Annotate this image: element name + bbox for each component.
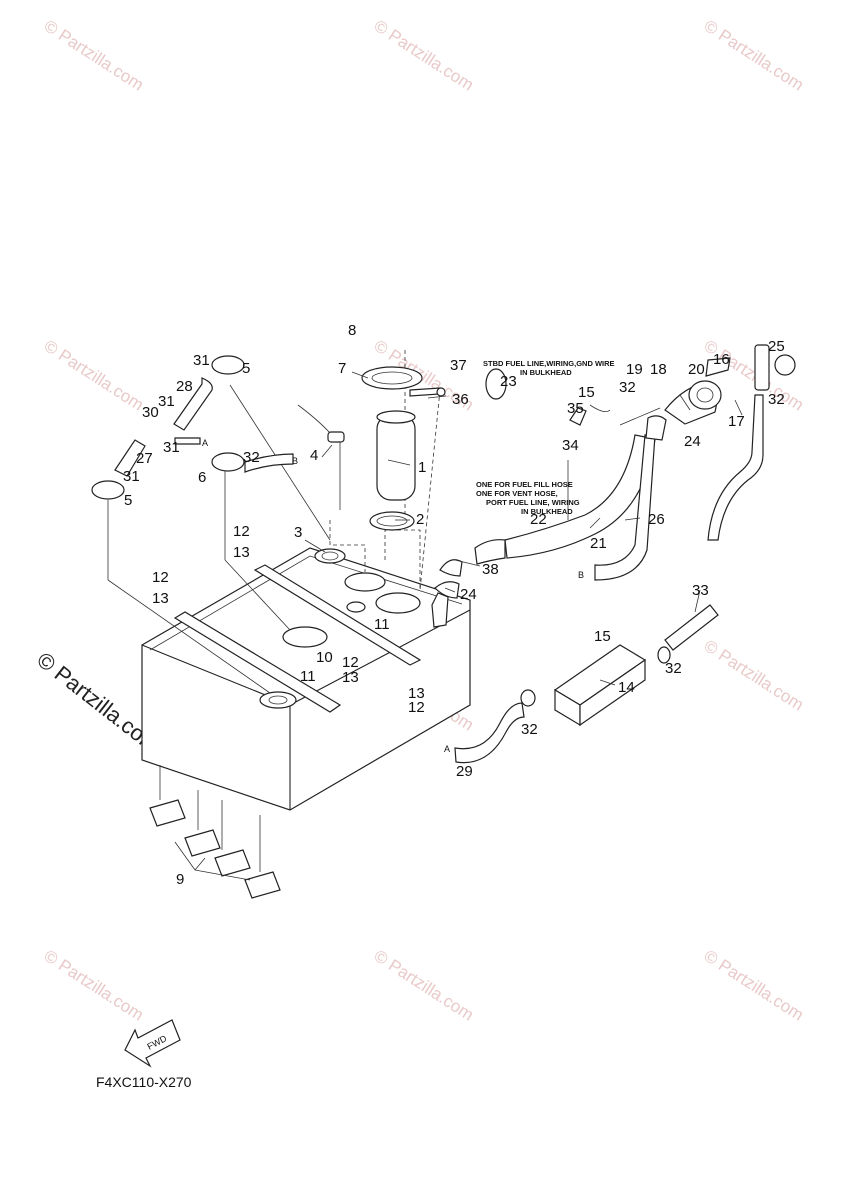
callout-25: 25 [768, 338, 785, 355]
callout-24b: 24 [460, 586, 477, 603]
note-fill-line2: ONE FOR VENT HOSE, [476, 489, 558, 498]
callout-9: 9 [176, 871, 184, 888]
callout-31d: 31 [123, 468, 140, 485]
callout-11a: 11 [374, 616, 390, 633]
callout-37: 37 [450, 357, 467, 374]
callout-31a: 31 [193, 352, 210, 369]
callout-19: 19 [626, 361, 643, 378]
callout-13b: 13 [152, 590, 169, 607]
callout-14: 14 [618, 679, 635, 696]
callout-17: 17 [728, 413, 745, 430]
callout-20: 20 [688, 361, 705, 378]
drawing-code: F4XC110-X270 [96, 1074, 192, 1090]
fill-hose-assembly [434, 344, 796, 651]
callout-7: 7 [338, 360, 346, 377]
note-fill-line1: ONE FOR FUEL FILL HOSE [476, 480, 573, 489]
callout-15a: 15 [578, 384, 595, 401]
callout-16: 16 [713, 351, 730, 368]
callout-32e: 32 [521, 721, 538, 738]
fuel-filter [91, 355, 671, 764]
callout-10: 10 [316, 649, 333, 666]
callout-18: 18 [650, 361, 667, 378]
callout-36: 36 [452, 391, 469, 408]
callout-13a: 13 [233, 544, 250, 561]
leader-lines [304, 371, 743, 686]
callout-23: 23 [500, 373, 517, 390]
fwd-arrow: FWD [124, 1019, 181, 1068]
watermark-text: © Partzilla.com [371, 946, 477, 1024]
callout-13d: 13 [408, 685, 425, 702]
watermark-text: © Partzilla.com [701, 636, 807, 714]
note-fill-line4: IN BULKHEAD [521, 507, 573, 516]
callouts: 1 2 3 4 5 5 6 7 8 9 10 11 11 12 12 12 12… [123, 322, 785, 888]
note-fill-line3: PORT FUEL LINE, WIRING [486, 498, 580, 507]
callout-5b: 5 [124, 492, 132, 509]
tank-pads [149, 765, 281, 899]
callout-12b: 12 [152, 569, 169, 586]
callout-32b: 32 [619, 379, 636, 396]
callout-5a: 5 [242, 360, 250, 377]
callout-34: 34 [562, 437, 579, 454]
callout-21: 21 [590, 535, 607, 552]
connection-markers: A B B A [202, 438, 584, 754]
callout-12a: 12 [233, 523, 250, 540]
note-stbd-line2: IN BULKHEAD [520, 368, 572, 377]
marker-b: B [292, 456, 298, 466]
callout-28: 28 [176, 378, 193, 395]
callout-32a: 32 [243, 449, 260, 466]
watermark-text: © Partzilla.com [41, 336, 147, 414]
callout-3: 3 [294, 524, 302, 541]
callout-31c: 31 [163, 439, 180, 456]
watermark-text: © Partzilla.com [371, 16, 477, 94]
marker-a: A [202, 438, 208, 448]
callout-11b: 11 [300, 668, 316, 685]
callout-38: 38 [482, 561, 499, 578]
callout-27: 27 [136, 450, 153, 467]
callout-15b: 15 [594, 628, 611, 645]
callout-26: 26 [648, 511, 665, 528]
callout-32d: 32 [665, 660, 682, 677]
watermark-text: © Partzilla.com [701, 16, 807, 94]
callout-22: 22 [530, 511, 547, 528]
callout-8: 8 [348, 322, 356, 339]
watermark-text: © Partzilla.com [701, 946, 807, 1024]
fuel-tank [141, 547, 471, 811]
callout-30: 30 [142, 404, 159, 421]
callout-12c: 12 [342, 654, 359, 671]
callout-32c: 32 [768, 391, 785, 408]
marker-b: B [578, 570, 584, 580]
note-stbd-line1: STBD FUEL LINE,WIRING,GND WIRE [483, 359, 615, 368]
callout-24a: 24 [684, 433, 701, 450]
callout-1: 1 [418, 459, 426, 476]
callout-13c: 13 [342, 669, 359, 686]
callout-35: 35 [567, 400, 584, 417]
callout-29: 29 [456, 763, 473, 780]
callout-6: 6 [198, 469, 206, 486]
callout-33: 33 [692, 582, 709, 599]
fuel-pump [297, 366, 446, 531]
notes: STBD FUEL LINE,WIRING,GND WIRE IN BULKHE… [476, 359, 615, 516]
callout-2: 2 [416, 511, 424, 528]
callout-12d: 12 [408, 699, 425, 716]
watermark-text: © Partzilla.com [41, 16, 147, 94]
callout-31b: 31 [158, 393, 175, 410]
callout-4: 4 [310, 447, 318, 464]
watermark-text: © Partzilla.com [41, 946, 147, 1024]
marker-a: A [444, 744, 450, 754]
